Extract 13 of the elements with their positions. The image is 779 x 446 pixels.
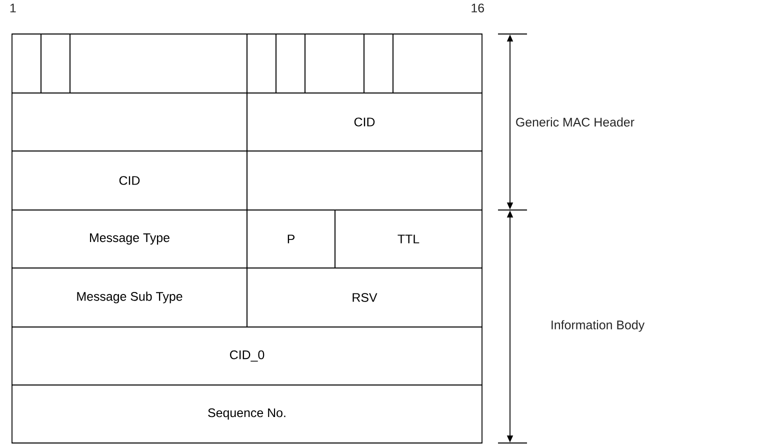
bit-number: 1	[10, 4, 16, 12]
table-cell: P	[246, 210, 336, 268]
table-cell: Message Type	[12, 210, 248, 268]
table-cell: RSV	[246, 268, 482, 328]
section-label: Generic MAC Header	[516, 117, 634, 127]
bit-number: 16	[472, 4, 484, 12]
table-cell: CID	[246, 92, 482, 152]
section-label: Information Body	[552, 320, 645, 332]
table-cell: TTL	[334, 210, 482, 268]
table-cell: Message Sub Type	[12, 268, 248, 328]
table-cell: CID	[12, 150, 248, 210]
table-cell: Sequence No.	[12, 384, 482, 444]
table-cell: CID_0	[12, 326, 482, 386]
